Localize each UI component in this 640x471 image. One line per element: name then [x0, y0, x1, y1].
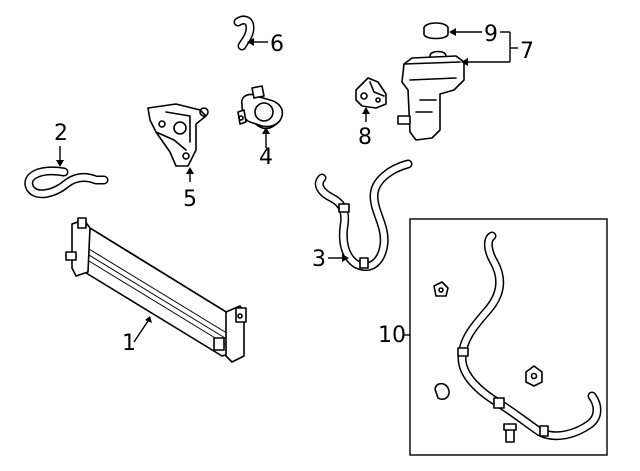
callout-6: 6: [247, 32, 284, 57]
callout-1: 1: [122, 316, 152, 356]
coolant-reservoir-part[interactable]: [397, 50, 465, 141]
callout-2: 2: [54, 121, 68, 167]
callout-7: 7: [461, 31, 534, 66]
mounting-bracket-part[interactable]: [147, 103, 209, 167]
callout-1-label: 1: [122, 331, 136, 356]
reservoir-bracket-part[interactable]: [355, 77, 387, 109]
hose-clip-part[interactable]: [433, 281, 449, 297]
callout-5: 5: [183, 167, 197, 212]
callout-10-label: 10: [378, 323, 406, 348]
hose-clamp-part[interactable]: [434, 382, 450, 401]
reservoir-cap-part[interactable]: [423, 22, 449, 40]
long-hose-part[interactable]: [314, 159, 413, 271]
callout-3: 3: [312, 247, 349, 272]
radiator-part[interactable]: [65, 217, 247, 363]
callout-2-label: 2: [54, 121, 68, 146]
callout-9: 9: [449, 22, 498, 47]
callout-5-label: 5: [183, 187, 197, 212]
hose-connector-part[interactable]: [503, 423, 517, 443]
hose-bracket-part[interactable]: [525, 365, 543, 387]
callout-8-label: 8: [358, 125, 372, 150]
callout-4: 4: [259, 127, 273, 170]
callout-3-label: 3: [312, 247, 326, 272]
hose-kit-box: [409, 218, 608, 456]
elbow-hose-part[interactable]: [233, 15, 255, 51]
callout-6-label: 6: [270, 32, 284, 57]
callout-7-label: 7: [520, 39, 534, 64]
short-hose-part[interactable]: [24, 166, 109, 199]
water-pump-part[interactable]: [237, 85, 284, 130]
callout-4-label: 4: [259, 145, 273, 170]
hose-assembly-part[interactable]: [457, 231, 602, 441]
callout-9-label: 9: [484, 22, 498, 47]
callout-8: 8: [358, 107, 372, 150]
callout-10: 10: [378, 323, 410, 348]
